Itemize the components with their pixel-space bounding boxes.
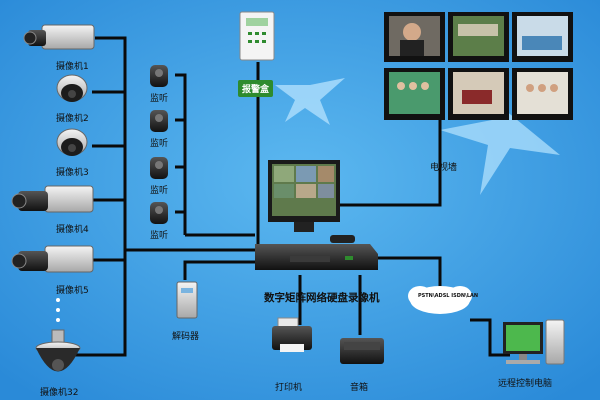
listener-1-label: 监听: [150, 94, 169, 104]
camera-32-label: 摄像机32: [40, 388, 79, 398]
decoder-icon: [176, 281, 198, 319]
printer-icon: [272, 317, 312, 352]
speaker-icon: [340, 338, 384, 364]
box-camera-icon: [11, 185, 94, 213]
decorative-star: [275, 78, 345, 125]
network-cloud-icon: [408, 286, 472, 314]
dome-camera-icon: [56, 74, 88, 102]
box-camera-icon: [11, 245, 94, 273]
decorative-star: [440, 110, 560, 195]
remote-pc-label: 远程控制电脑: [498, 379, 553, 389]
microphone-icon: [150, 110, 168, 132]
decoder-label: 解码器: [172, 332, 200, 342]
listener-3-label: 监听: [150, 186, 169, 196]
alarm-box-icon: [239, 11, 275, 61]
box-camera-icon: [23, 24, 95, 50]
camera-connector-dots: [56, 298, 60, 322]
listener-2-label: 监听: [150, 139, 169, 149]
speed-dome-camera-icon: [35, 329, 81, 372]
network-label: PSTN\ADSL ISDN\LAN: [418, 293, 479, 299]
dome-camera-icon: [56, 128, 88, 156]
microphone-icon: [150, 157, 168, 179]
printer-label: 打印机: [275, 383, 303, 393]
camera-4-label: 摄像机4: [56, 225, 89, 235]
dvr-recorder-icon: [255, 244, 378, 270]
microphone-icon: [150, 65, 168, 87]
tv-wall-label: 电视墙: [430, 163, 458, 173]
speaker-label: 音箱: [350, 383, 369, 393]
camera-2-label: 摄像机2: [56, 114, 89, 124]
dvr-label: 数字矩阵网络硬盘录像机: [264, 292, 380, 304]
microphone-icon: [150, 202, 168, 224]
listener-4-label: 监听: [150, 231, 169, 241]
remote-pc-icon: [503, 319, 565, 365]
camera-1-label: 摄像机1: [56, 62, 89, 72]
tv-wall-icon: [384, 12, 573, 120]
dvr-monitor-icon: [268, 160, 355, 243]
camera-3-label: 摄像机3: [56, 168, 89, 178]
alarm-box-label: 报警盒: [238, 80, 274, 97]
camera-5-label: 摄像机5: [56, 286, 89, 296]
